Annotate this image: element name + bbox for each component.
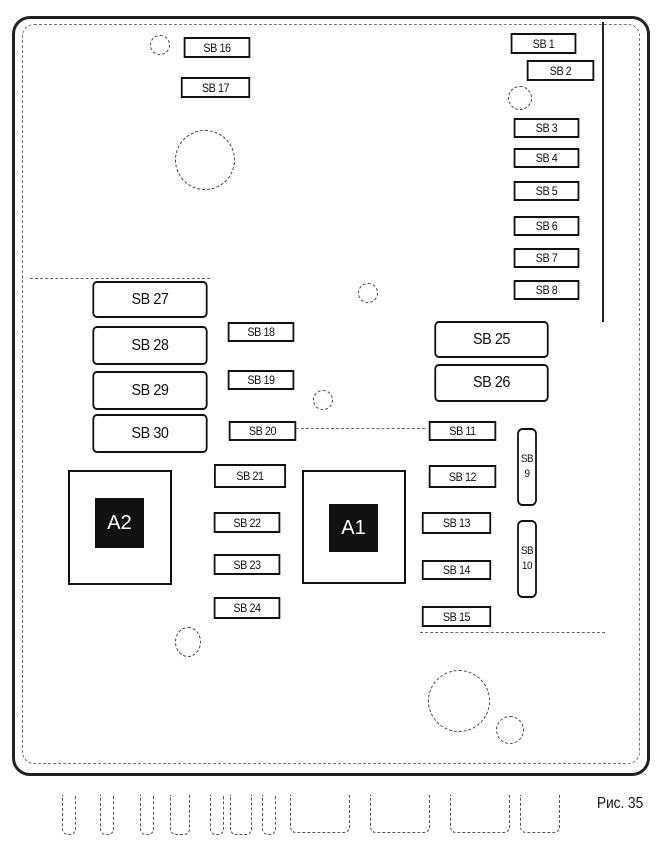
divider-line bbox=[235, 428, 425, 429]
mounting-boss bbox=[175, 130, 235, 190]
mounting-hole bbox=[313, 390, 333, 410]
connector-pin bbox=[450, 795, 510, 833]
fuse-sb3: SB 3 bbox=[513, 118, 580, 138]
fuse-sb25: SB 25 bbox=[434, 321, 549, 358]
fuse-sb5: SB 5 bbox=[513, 181, 580, 201]
fuse-sb10-label-bottom: 10 bbox=[521, 560, 533, 572]
fuse-sb7: SB 7 bbox=[513, 248, 580, 268]
mounting-hole bbox=[150, 35, 170, 55]
fuse-sb16: SB 16 bbox=[183, 37, 251, 58]
mounting-hole bbox=[508, 86, 532, 110]
fuse-sb11: SB 11 bbox=[428, 421, 497, 441]
fuse-sb1: SB 1 bbox=[510, 33, 577, 54]
connector-pin bbox=[140, 795, 154, 835]
connector-pin bbox=[230, 795, 252, 835]
connector-pin bbox=[210, 795, 224, 835]
fuse-sb24: SB 24 bbox=[213, 597, 281, 619]
connector-pin bbox=[520, 795, 560, 833]
right-strip-divider bbox=[602, 22, 604, 322]
mounting-hole bbox=[358, 283, 378, 303]
fuse-sb9-label-top: SB bbox=[520, 453, 534, 465]
fuse-sb26: SB 26 bbox=[434, 364, 549, 402]
connector-pin bbox=[100, 795, 114, 835]
connector-pin bbox=[370, 795, 430, 833]
mounting-hole bbox=[175, 627, 201, 657]
connector-pin bbox=[62, 795, 76, 835]
fuse-sb4: SB 4 bbox=[513, 148, 580, 168]
fuse-sb9-label-bottom: 9 bbox=[524, 468, 530, 480]
fuse-sb17: SB 17 bbox=[180, 77, 251, 98]
figure-caption: Рис. 35 bbox=[597, 795, 644, 812]
fuse-sb29: SB 29 bbox=[92, 371, 208, 410]
fuse-sb6: SB 6 bbox=[513, 216, 580, 236]
fuse-sb27: SB 27 bbox=[92, 281, 208, 318]
fuse-sb14: SB 14 bbox=[421, 560, 492, 580]
divider-line bbox=[30, 278, 210, 279]
fuse-sb2: SB 2 bbox=[526, 60, 595, 81]
fuse-sb22: SB 22 bbox=[213, 512, 281, 533]
fuse-sb28: SB 28 bbox=[92, 326, 208, 365]
fuse-sb12: SB 12 bbox=[428, 465, 497, 488]
fuse-sb13: SB 13 bbox=[421, 512, 492, 534]
mounting-hole bbox=[496, 716, 524, 744]
fuse-sb23: SB 23 bbox=[213, 554, 281, 575]
connector-pin bbox=[262, 795, 276, 835]
fuse-sb18: SB 18 bbox=[227, 322, 295, 342]
divider-line bbox=[420, 632, 605, 633]
mounting-boss bbox=[428, 670, 490, 732]
fuse-sb8: SB 8 bbox=[513, 280, 580, 300]
relay-a2-label: A2 bbox=[95, 498, 144, 548]
fuse-sb21: SB 21 bbox=[214, 464, 286, 488]
fuse-sb10-label-top: SB bbox=[520, 545, 534, 557]
fuse-sb30: SB 30 bbox=[92, 414, 208, 453]
connector-pin bbox=[290, 795, 350, 833]
connector-pin bbox=[170, 795, 190, 835]
relay-a1-label: A1 bbox=[329, 504, 378, 552]
fuse-sb20: SB 20 bbox=[228, 421, 297, 441]
fuse-sb19: SB 19 bbox=[227, 370, 295, 390]
fuse-sb9: SB 9 bbox=[517, 428, 537, 506]
fuse-sb15: SB 15 bbox=[421, 606, 492, 627]
fuse-sb10: SB 10 bbox=[517, 520, 537, 598]
fuse-box-housing bbox=[12, 16, 650, 776]
fuse-box-inner-outline bbox=[22, 24, 640, 764]
